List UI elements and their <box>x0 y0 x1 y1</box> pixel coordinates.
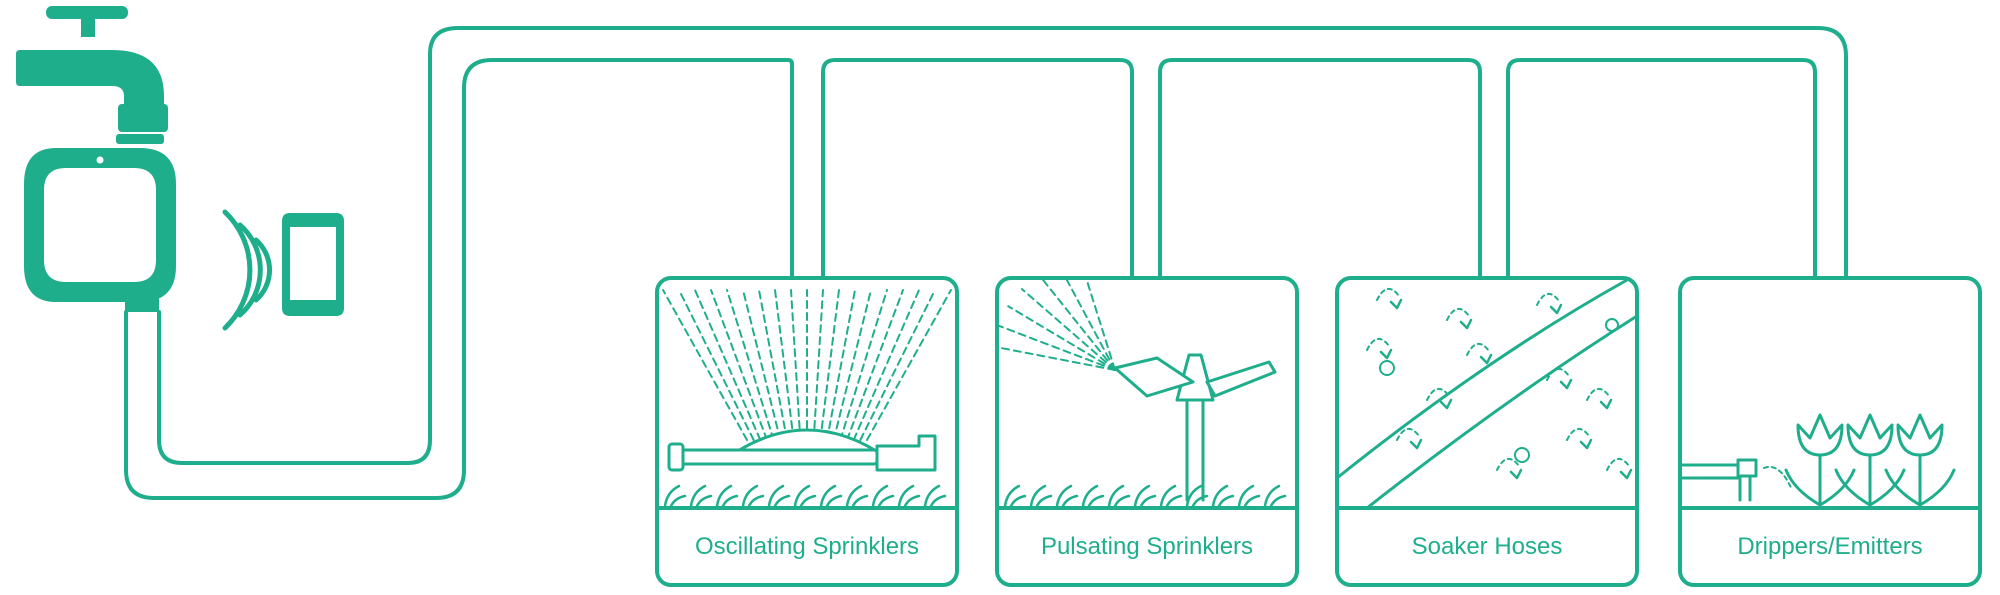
panel-frame <box>1678 276 1982 587</box>
dripper-emitter-icon <box>1680 413 1956 507</box>
panel-2: Soaker Hoses <box>1335 276 1639 587</box>
panel-label: Pulsating Sprinklers <box>1041 533 1253 560</box>
panel-label: Drippers/Emitters <box>1737 533 1922 560</box>
oscillating-sprinkler-icon <box>662 289 952 508</box>
panel-1: Pulsating Sprinklers <box>995 276 1299 587</box>
faucet-icon <box>16 6 168 144</box>
supply-hose <box>124 26 1848 500</box>
panel-frame <box>655 276 959 587</box>
wireless-signal-icon <box>222 209 272 331</box>
smartphone-icon <box>282 213 344 316</box>
panel-label: Soaker Hoses <box>1412 533 1563 560</box>
panel-3: Drippers/Emitters <box>1678 276 1982 587</box>
panel-frame <box>1335 276 1639 587</box>
soaker-hose-icon <box>1337 278 1637 508</box>
panel-0: Oscillating Sprinklers <box>655 276 959 587</box>
pulsating-sprinkler-icon <box>997 278 1287 508</box>
panel-label: Oscillating Sprinklers <box>695 533 919 560</box>
panel-frame <box>995 276 1299 587</box>
water-timer-icon <box>24 148 176 312</box>
